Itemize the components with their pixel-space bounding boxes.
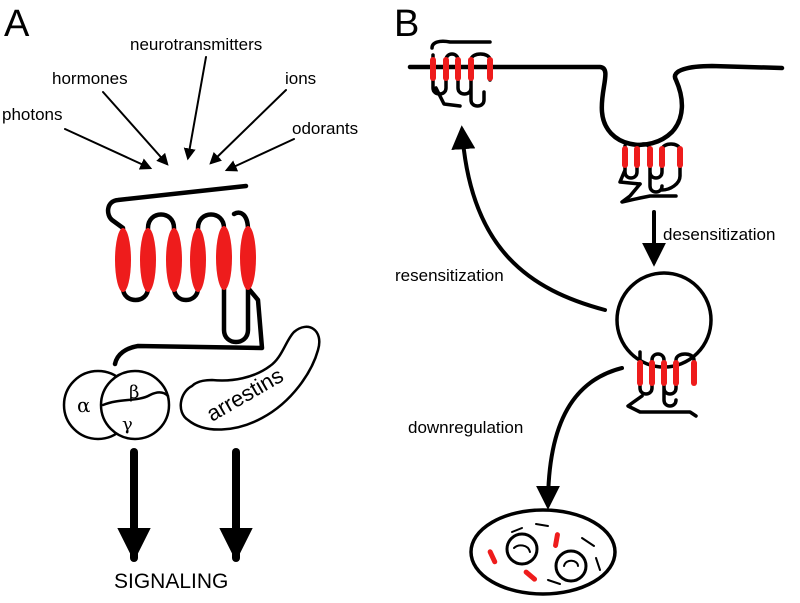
plasma-membrane (407, 63, 785, 148)
arrow-photons (64, 128, 153, 170)
label-neurotransmitters: neurotransmitters (130, 35, 262, 54)
label-ions: ions (285, 69, 316, 88)
g-protein: α β γ (62, 369, 171, 441)
pit-receptor-tail (620, 182, 678, 204)
signaling-label: SIGNALING (114, 570, 228, 593)
lysosome-fragments (511, 523, 601, 585)
g-beta-gamma-divider (101, 391, 170, 407)
arrow-odorants (224, 138, 295, 172)
g-gamma-label: γ (122, 414, 133, 435)
ligand-arrows (64, 56, 295, 172)
g-beta-gamma-circle (99, 369, 171, 441)
pit-receptor-helices (622, 146, 683, 168)
helix-3 (166, 228, 182, 292)
lysosome-degraded-helices (487, 532, 560, 582)
surface-receptor-helices (430, 57, 493, 81)
arrestins: arrestins (179, 325, 321, 431)
endosome-receptor-helices (637, 360, 697, 386)
g-beta-label: β (129, 382, 139, 403)
desensitization-label: desensitization (663, 225, 775, 244)
endosome-circle (615, 271, 713, 369)
arrow-resensitization (451, 125, 607, 312)
pit-receptor-backbone (618, 142, 682, 194)
surface-receptor (430, 39, 493, 108)
helix-1 (115, 228, 131, 292)
label-hormones: hormones (52, 69, 128, 88)
arrestins-outline (179, 325, 321, 431)
receptor-a-helices (115, 226, 256, 292)
g-alpha-label: α (77, 393, 91, 417)
lysosome-outline (469, 508, 617, 596)
endosome (615, 271, 713, 418)
arrow-hormones (102, 91, 169, 166)
arrow-ions (209, 89, 287, 165)
resensitization-label: resensitization (395, 266, 504, 285)
receptor-a (105, 183, 265, 367)
helix-5 (216, 226, 232, 290)
lysosome-vesicle-2 (554, 549, 588, 583)
arrow-downregulation (536, 366, 624, 510)
receptor-a-c-tail (112, 285, 265, 367)
arrow-neurotransmitters (183, 56, 207, 161)
helix-6 (240, 226, 256, 290)
lysosome-vesicle-1 (505, 532, 539, 566)
signaling-arrows (117, 448, 253, 562)
helix-4 (190, 228, 206, 292)
downregulation-label: downregulation (408, 418, 523, 437)
pit-receptor (618, 142, 683, 204)
label-odorants: odorants (292, 119, 358, 138)
arrestins-label: arrestins (202, 362, 288, 426)
helix-2 (140, 228, 156, 292)
label-photons: photons (2, 105, 63, 124)
panel-b-letter: B (394, 3, 419, 45)
panel-a-letter: A (4, 3, 30, 45)
lysosome (469, 508, 617, 596)
